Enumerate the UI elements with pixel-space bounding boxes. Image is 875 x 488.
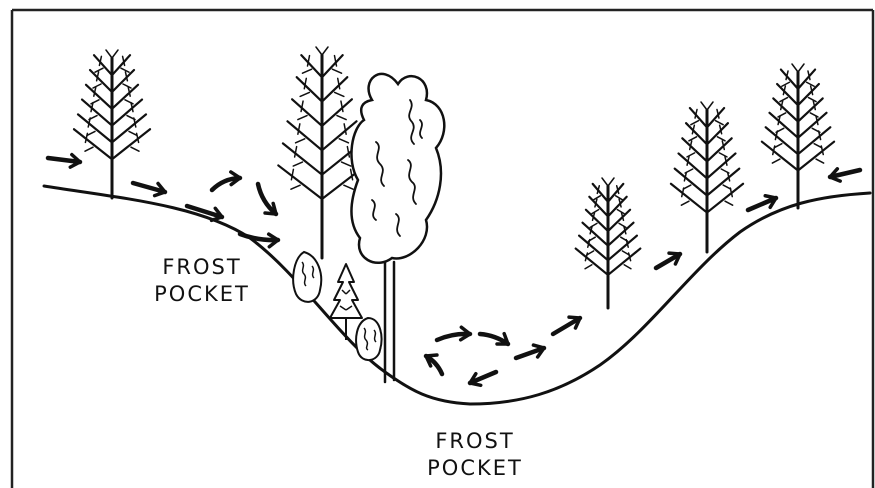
bare-tree-icon (671, 102, 743, 252)
frost-pocket-label-upper-line2: POCKET (142, 281, 262, 308)
cold-air-arrow-icon (748, 196, 776, 210)
cold-air-arrow-icon (48, 155, 80, 168)
cold-air-arrow-icon (480, 334, 508, 344)
bare-tree-icon (762, 64, 834, 208)
frost-pocket-label-valley-line1: FROST (420, 428, 530, 455)
cold-air-arrow-icon (212, 172, 240, 190)
cold-air-arrow-icon (656, 253, 680, 268)
frost-pocket-label-upper-line1: FROST (142, 254, 262, 281)
shrub-icon (356, 318, 381, 360)
cold-air-arrow-icon (470, 372, 496, 385)
frost-pocket-label-valley: FROST POCKET (420, 428, 530, 482)
bare-tree-icon (74, 50, 150, 198)
frost-pocket-label-valley-line2: POCKET (420, 455, 530, 482)
cold-air-arrow-icon (258, 184, 276, 214)
cold-air-arrow-icon (516, 345, 544, 358)
frost-pocket-label-upper: FROST POCKET (142, 254, 262, 308)
diagram-frame (12, 10, 873, 488)
bare-tree-icon (576, 178, 641, 308)
cold-air-arrow-icon (553, 317, 580, 334)
cold-air-arrow-icon (133, 183, 165, 196)
cold-air-arrow-icon (426, 355, 442, 374)
cold-air-arrow-icon (437, 327, 470, 340)
cold-air-arrow-icon (830, 169, 860, 181)
shrub-icon (293, 252, 321, 302)
